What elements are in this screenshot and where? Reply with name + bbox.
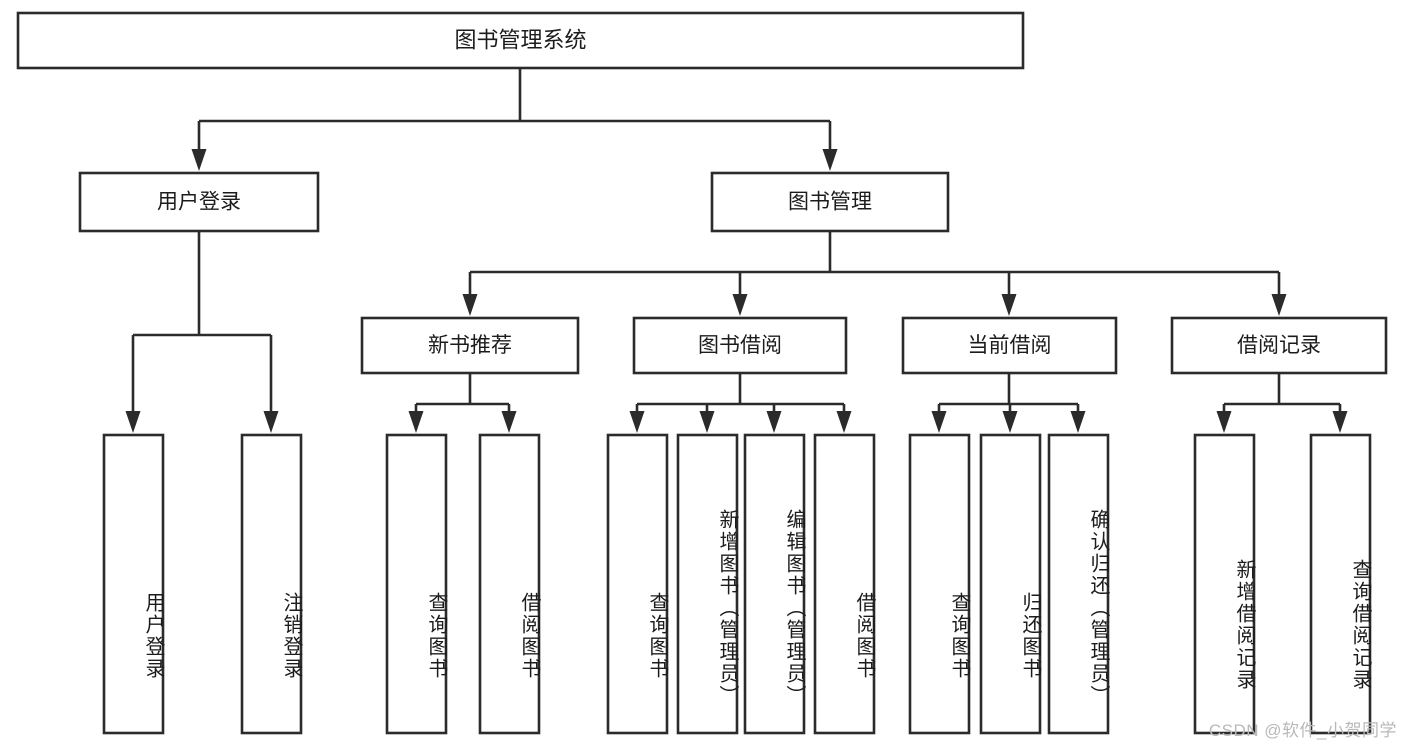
node-box-book-borrow[interactable] [632,316,848,375]
conn-record-to-leaves [1216,373,1348,433]
conn-recommend-to-leaves [408,373,517,433]
arrow-head-icon [125,411,141,433]
arrow-head-icon [462,294,478,316]
node-box-leaf-query-book-recommend[interactable] [385,433,448,735]
arrow-head-icon [1001,294,1017,316]
node-box-root[interactable] [16,11,1025,70]
node-box-leaf-confirm-return-admin[interactable] [1047,433,1110,735]
arrow-head-icon [1332,411,1348,433]
connectors-layer [125,68,1348,433]
node-label-root: 图书管理系统 [454,27,586,52]
arrow-head-icon [1216,411,1232,433]
arrow-head-icon [1002,411,1018,433]
node-box-book-manage[interactable] [710,171,950,233]
node-box-new-book-recommend[interactable] [360,316,580,375]
node-box-leaf-add-book-admin[interactable] [676,433,739,735]
arrow-head-icon [836,411,852,433]
node-boxes-layer [16,11,1388,735]
node-box-leaf-borrow-book[interactable] [813,433,876,735]
node-label-borrow-record: 借阅记录 [1237,334,1321,357]
node-label-book-borrow: 图书借阅 [698,334,782,357]
watermark-text: CSDN @软件_小贺同学 [1208,721,1397,740]
conn-user-login-to-leaves [125,231,279,433]
node-box-leaf-add-borrow-record[interactable] [1193,433,1256,735]
arrow-head-icon [766,411,782,433]
conn-root-to-level2 [191,68,838,171]
arrow-head-icon [1070,411,1086,433]
arrow-head-icon [1271,294,1287,316]
conn-book-manage-to-level3 [462,231,1287,316]
node-label-new-book-recommend: 新书推荐 [428,334,512,357]
arrow-head-icon [263,411,279,433]
node-box-current-borrow[interactable] [901,316,1118,375]
arrow-head-icon [501,411,517,433]
node-box-leaf-borrow-book-recommend[interactable] [478,433,541,735]
arrow-head-icon [408,411,424,433]
node-label-book-manage: 图书管理 [788,191,872,214]
node-box-leaf-return-book[interactable] [979,433,1042,735]
arrow-head-icon [732,294,748,316]
node-box-leaf-user-login[interactable] [102,433,165,735]
conn-borrow-to-leaves [629,373,852,433]
conn-current-to-leaves [931,373,1086,433]
node-box-borrow-record[interactable] [1170,316,1388,375]
node-box-user-login[interactable] [78,171,320,233]
arrow-head-icon [191,149,207,171]
arrow-head-icon [629,411,645,433]
arrow-head-icon [931,411,947,433]
node-label-user-login: 用户登录 [157,191,241,214]
node-box-leaf-query-book-borrow[interactable] [606,433,669,735]
node-box-leaf-query-book-current[interactable] [908,433,971,735]
node-box-leaf-logout-login[interactable] [240,433,303,735]
node-box-leaf-query-borrow-record[interactable] [1309,433,1372,735]
arrow-head-icon [822,149,838,171]
arrow-head-icon [699,411,715,433]
node-label-current-borrow: 当前借阅 [968,334,1052,357]
node-box-leaf-edit-book-admin[interactable] [743,433,806,735]
